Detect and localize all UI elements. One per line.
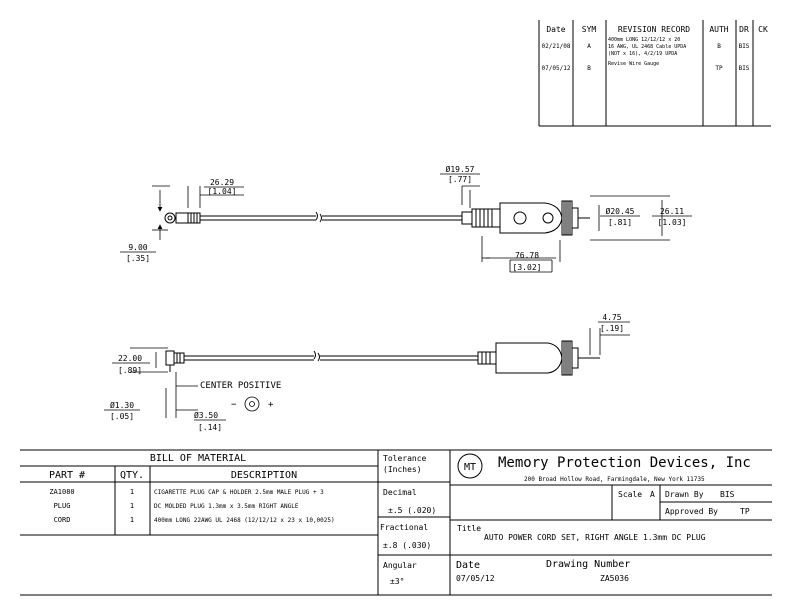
rev-row-dr: BIS (739, 43, 750, 50)
rev-header-dr: DR (739, 25, 749, 34)
dim-plug-dia-top-in: [.77] (448, 175, 472, 184)
bom-row-qty: 1 (130, 516, 134, 524)
rev-row-sym: B (587, 65, 591, 72)
dim-tip-dia-in: [.81] (608, 218, 632, 227)
title-label: Title (457, 524, 481, 533)
rev-header-sym: SYM (582, 25, 597, 34)
dim-body-height-in: [1.03] (658, 218, 687, 227)
date-label: Date (456, 560, 480, 571)
company-logo-text: MT (464, 462, 476, 473)
dim-top-length: 26.29 (210, 178, 234, 187)
dim-drop-height-in: [.35] (126, 254, 150, 263)
rev-row-record-line: (NOT x 16), 4/2/19 UPDA (608, 51, 677, 57)
bom-row-description: CIGARETTE PLUG CAP & HOLDER 2.5mm MALE P… (154, 489, 324, 496)
bottom-view-cord-assembly (165, 340, 600, 376)
rev-row-sym: A (587, 43, 591, 50)
rev-header-auth: AUTH (709, 25, 728, 34)
company-address: 200 Broad Hollow Road, Farmingdale, New … (524, 476, 705, 483)
tolerance-angular-label: Angular (383, 561, 417, 570)
dim-tip-dia: Ø20.45 (606, 206, 635, 216)
bom-header-description: DESCRIPTION (231, 470, 297, 481)
rev-row-dr: BIS (739, 65, 750, 72)
approved-by-label: Approved By (665, 507, 718, 516)
bom-row-qty: 1 (130, 488, 134, 496)
drawing-number-value: ZA5036 (600, 574, 629, 583)
dim-top-length-in: [1.04] (208, 187, 237, 196)
dim-drop-height: 9.00 (128, 243, 147, 252)
top-view-cord-assembly (164, 200, 590, 236)
rev-row-date: 07/05/12 (542, 65, 571, 72)
rev-header-date: Date (546, 25, 565, 34)
rev-row-auth: B (717, 43, 721, 50)
rev-row-date: 02/21/08 (542, 43, 571, 50)
bom-row-description: DC MOLDED PLUG 1.3mm x 3.5mm RIGHT ANGLE (154, 503, 299, 510)
rev-row-record-line: 400mm LONG 12/12/12 x 20 (608, 37, 680, 43)
dim-pin-dia-in: [.05] (110, 412, 134, 421)
dim-barrel-dia-in: [.14] (198, 423, 222, 432)
dim-plug-height: 22.00 (118, 354, 142, 363)
bom-title: BILL OF MATERIAL (150, 453, 246, 464)
rev-header-record: REVISION RECORD (618, 25, 690, 34)
top-view-dimension-lines (152, 185, 670, 262)
scale-value: A (650, 490, 655, 499)
polarity-minus: − (231, 400, 237, 410)
dim-barrel-dia: Ø3.50 (194, 410, 218, 420)
scale-label: Scale (618, 490, 642, 499)
tolerance-fractional-label: Fractional (380, 523, 428, 532)
bom-row-part: CORD (54, 516, 71, 524)
polarity-symbol: − + (231, 396, 274, 412)
center-positive-label: CENTER POSITIVE (200, 381, 281, 391)
rev-row-record-line: Revise Wire Gauge (608, 61, 659, 67)
revision-table (538, 20, 771, 127)
bom-header-part: PART # (49, 470, 85, 481)
dim-plug-dia-top: Ø19.57 (446, 164, 475, 174)
dim-bottom-tip-in: [.19] (600, 324, 624, 333)
bom-row-part: ZA1080 (49, 488, 74, 496)
dim-plug-height-in: [.89] (118, 366, 142, 375)
tolerance-subtitle: (Inches) (383, 465, 422, 474)
company-logo: MT (457, 453, 483, 479)
tolerance-angular-value: ±3° (390, 577, 404, 586)
tolerance-decimal-value: ±.5 (.020) (388, 506, 436, 515)
dim-bottom-tip: 4.75 (602, 313, 621, 322)
bottom-view-dimension-lines (130, 328, 630, 418)
tolerance-fractional-value: ±.8 (.030) (383, 541, 431, 550)
date-value: 07/05/12 (456, 574, 495, 583)
dim-pin-dia: Ø1.30 (110, 400, 134, 410)
drawing-number-label: Drawing Number (546, 559, 630, 570)
rev-row-record-line: 16 AWG, UL 2468 Cable UPDA (608, 44, 686, 50)
rev-header-ck: CK (758, 25, 768, 34)
drawn-by-label: Drawn By (665, 490, 704, 499)
rev-row-auth: TP (715, 65, 723, 72)
title-block-frame (20, 449, 772, 596)
dim-body-length-in: [3.02] (513, 263, 542, 272)
company-name: Memory Protection Devices, Inc (498, 455, 751, 471)
bom-row-description: 400mm LONG 22AWG UL 2468 (12/12/12 x 23 … (154, 517, 335, 524)
bom-row-qty: 1 (130, 502, 134, 510)
approved-by-value: TP (740, 507, 750, 516)
polarity-plus: + (268, 400, 274, 410)
top-view-dimension-text: 26.29 [1.04] Ø19.57 [.77] Ø20.45 [.81] 2… (126, 164, 687, 272)
tolerance-decimal-label: Decimal (383, 488, 417, 497)
bom-row-part: PLUG (54, 502, 71, 510)
bom-header-qty: QTY. (120, 470, 144, 481)
drawn-by-value: BIS (720, 490, 735, 499)
dim-body-length: 76.78 (515, 251, 539, 260)
title-value: AUTO POWER CORD SET, RIGHT ANGLE 1.3mm D… (484, 533, 706, 542)
tolerance-title: Tolerance (383, 454, 427, 463)
dim-body-height: 26.11 (660, 207, 684, 216)
bottom-view-dimension-text: 4.75 [.19] 22.00 [.89] Ø1.30 [.05] Ø3.50… (110, 313, 624, 432)
